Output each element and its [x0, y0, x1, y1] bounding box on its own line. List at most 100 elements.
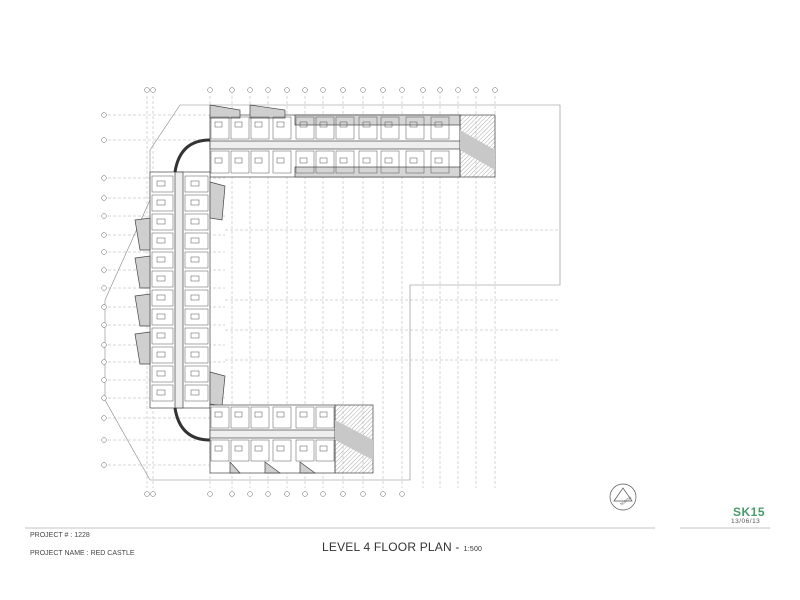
- unit-fixture: [156, 313, 166, 320]
- unit-fixture: [254, 121, 263, 128]
- unit-room: [184, 194, 209, 212]
- unit-fixture: [156, 389, 166, 396]
- unit-fixture: [384, 157, 393, 164]
- grid-bubble-icon: [144, 87, 150, 93]
- unit-fixture: [434, 157, 443, 164]
- unit-room: [315, 439, 335, 462]
- unit-fixture: [190, 313, 200, 320]
- building-top-wing: [209, 104, 496, 178]
- unit-room: [210, 406, 230, 429]
- sheet-title: LEVEL 4 FLOOR PLAN -1:500: [322, 540, 482, 554]
- sheet-date: 13/06/13: [731, 518, 761, 525]
- unit-fixture: [190, 199, 200, 206]
- grid-bubble-icon: [150, 87, 156, 93]
- unit-fixture: [299, 445, 308, 452]
- unit-fixture: [254, 445, 263, 452]
- grid-bubble-icon: [420, 87, 426, 93]
- north-arrow-label: NORTH: [620, 496, 633, 507]
- unit-room: [151, 232, 174, 250]
- grid-bubble-icon: [207, 491, 213, 497]
- unit-fixture: [190, 275, 200, 282]
- grid-bubble-icon: [492, 87, 498, 93]
- grid-bubble-icon: [144, 491, 150, 497]
- unit-fixture: [234, 411, 243, 418]
- unit-fixture: [276, 157, 285, 164]
- unit-room: [250, 406, 270, 429]
- unit-fixture: [214, 121, 223, 128]
- unit-fixture: [156, 332, 166, 339]
- unit-fixture: [276, 445, 285, 452]
- unit-room: [250, 439, 270, 462]
- grid-bubble-icon: [101, 267, 107, 273]
- unit-fixture: [254, 411, 263, 418]
- grid-bubble-icon: [380, 491, 386, 497]
- unit-fixture: [156, 180, 166, 187]
- unit-room: [335, 150, 355, 174]
- unit-room: [184, 308, 209, 326]
- unit-fixture: [190, 180, 200, 187]
- unit-room: [272, 439, 292, 462]
- unit-room: [184, 365, 209, 383]
- grid-bubble-icon: [284, 87, 290, 93]
- project-name-label: PROJECT NAME :: [30, 550, 89, 557]
- unit-fixture: [234, 121, 243, 128]
- grid-bubble-icon: [265, 491, 271, 497]
- unit-room: [184, 213, 209, 231]
- grid-bubble-icon: [101, 462, 107, 468]
- grid-bubble-icon: [399, 87, 405, 93]
- grid-bubble-icon: [101, 359, 107, 365]
- unit-fixture: [190, 351, 200, 358]
- unit-room: [250, 116, 270, 140]
- unit-fixture: [434, 121, 443, 128]
- top-wing-units: [210, 116, 450, 174]
- unit-room: [315, 116, 335, 140]
- unit-fixture: [156, 199, 166, 206]
- unit-fixture: [362, 121, 371, 128]
- grid-bubble-icon: [101, 213, 107, 219]
- grid-bubble-icon: [320, 491, 326, 497]
- grid-bubble-icon: [247, 491, 253, 497]
- unit-fixture: [409, 157, 418, 164]
- unit-fixture: [156, 256, 166, 263]
- unit-room: [380, 150, 400, 174]
- unit-fixture: [214, 445, 223, 452]
- unit-room: [272, 116, 292, 140]
- grid-bubble-icon: [399, 491, 405, 497]
- grid-bubble-icon: [101, 342, 107, 348]
- unit-room: [272, 406, 292, 429]
- unit-room: [151, 384, 174, 402]
- grid-bubble-icon: [284, 491, 290, 497]
- project-number: PROJECT # : 1228: [30, 532, 90, 539]
- unit-room: [430, 150, 450, 174]
- unit-room: [230, 150, 250, 174]
- building-bottom-wing: [209, 404, 374, 474]
- sheet-scale: 1:500: [463, 546, 483, 553]
- grid-bubble-icon: [101, 175, 107, 181]
- unit-room: [184, 384, 209, 402]
- unit-fixture: [319, 445, 328, 452]
- unit-fixture: [156, 275, 166, 282]
- unit-room: [405, 116, 425, 140]
- unit-room: [272, 150, 292, 174]
- grid-bubble-icon: [150, 491, 156, 497]
- unit-room: [151, 175, 174, 193]
- unit-fixture: [319, 157, 328, 164]
- unit-room: [230, 439, 250, 462]
- unit-room: [151, 327, 174, 345]
- unit-room: [315, 150, 335, 174]
- bottom-wing-units: [210, 406, 335, 462]
- sheet-number: SK15: [733, 505, 766, 519]
- unit-room: [184, 289, 209, 307]
- building-left-wing: [134, 171, 226, 409]
- unit-fixture: [156, 370, 166, 377]
- grid-bubble-icon: [229, 491, 235, 497]
- grid-bubble-icon: [302, 87, 308, 93]
- unit-fixture: [156, 218, 166, 225]
- unit-room: [210, 439, 230, 462]
- unit-fixture: [190, 218, 200, 225]
- unit-fixture: [409, 121, 418, 128]
- unit-fixture: [190, 389, 200, 396]
- unit-fixture: [190, 332, 200, 339]
- grid-bubble-icon: [101, 232, 107, 238]
